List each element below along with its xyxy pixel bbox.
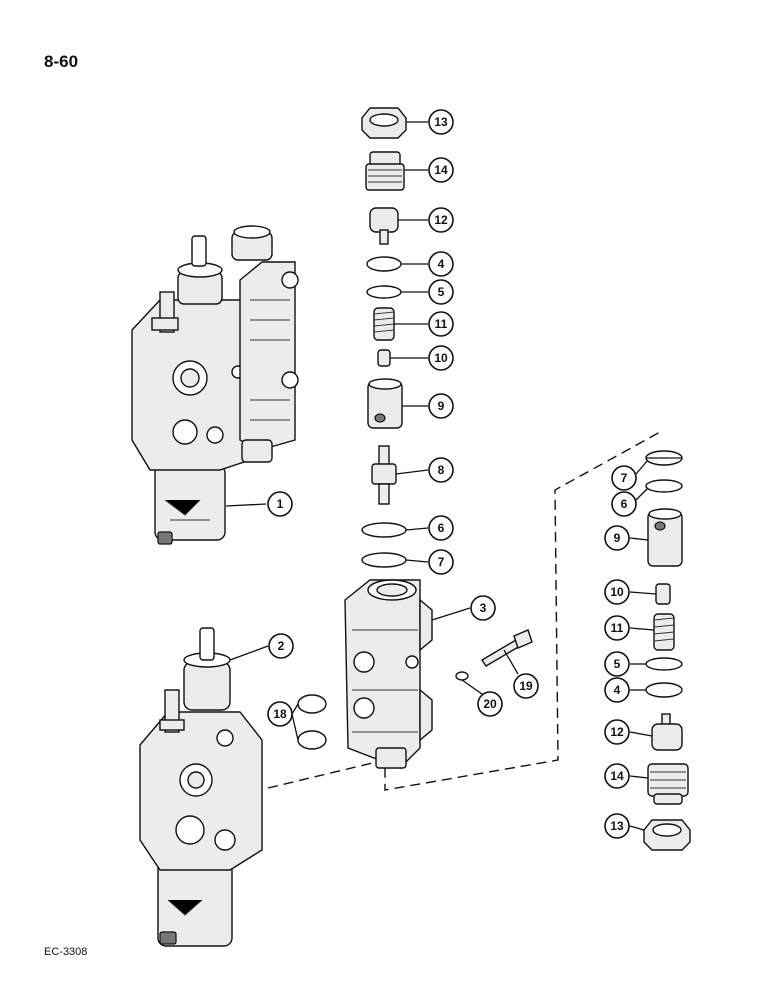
callout-4-top-label: 4 — [438, 257, 445, 271]
callout-12-top-label: 12 — [434, 213, 448, 227]
part-9-sleeve-top — [367, 378, 403, 429]
callout-9-top: 9 — [428, 393, 454, 419]
callout-18: 18 — [267, 701, 293, 727]
callout-2: 2 — [268, 633, 294, 659]
valve-assembly-1 — [131, 225, 299, 545]
callout-14-top: 14 — [428, 157, 454, 183]
callout-5-right-label: 5 — [614, 657, 621, 671]
callout-19: 19 — [513, 673, 539, 699]
callout-4-right-label: 4 — [614, 683, 621, 697]
part-18-seal-upper — [297, 694, 327, 714]
callout-6-center-label: 6 — [438, 521, 445, 535]
part-12-poppet-top — [369, 207, 399, 245]
callout-3: 3 — [470, 595, 496, 621]
callout-19-label: 19 — [519, 679, 533, 693]
callout-13-right: 13 — [604, 813, 630, 839]
part-10-pin-top — [377, 349, 391, 367]
callout-10-right-label: 10 — [610, 585, 624, 599]
part-19-bolt — [481, 629, 533, 667]
drawing-code: EC-3308 — [44, 946, 88, 958]
callout-11-right: 11 — [604, 615, 630, 641]
part-6-o-ring-center — [361, 522, 407, 538]
callout-11-right-label: 11 — [611, 621, 624, 635]
callout-5-top-label: 5 — [438, 285, 445, 299]
callout-9-right: 9 — [604, 525, 630, 551]
callout-7-center: 7 — [428, 549, 454, 575]
part-5-o-ring-right — [645, 657, 683, 671]
page-number: 8-60 — [44, 52, 79, 71]
callout-20-label: 20 — [483, 697, 497, 711]
callout-6-right: 6 — [611, 491, 637, 517]
callout-13-right-label: 13 — [610, 819, 624, 833]
callout-18-label: 18 — [273, 707, 287, 721]
callout-7-center-label: 7 — [438, 555, 445, 569]
part-9-sleeve-right — [647, 508, 683, 567]
part-11-spring-top — [373, 307, 395, 341]
part-11-spring-right — [653, 613, 675, 651]
callout-6-right-label: 6 — [621, 497, 628, 511]
section-body-3 — [344, 579, 433, 769]
callout-7-right-label: 7 — [621, 471, 628, 485]
part-13-nut-right — [643, 819, 691, 851]
callout-3-label: 3 — [480, 601, 487, 615]
callout-6-center: 6 — [428, 515, 454, 541]
part-12-poppet-right — [651, 713, 683, 751]
callout-9-top-label: 9 — [438, 399, 445, 413]
leader-lines — [225, 121, 682, 831]
callout-1-label: 1 — [277, 497, 284, 511]
part-7-backup-ring-center — [361, 552, 407, 568]
callout-20: 20 — [477, 691, 503, 717]
callout-4-top: 4 — [428, 251, 454, 277]
part-13-nut-top — [361, 107, 407, 139]
part-8-spool — [371, 445, 397, 505]
callout-10-right: 10 — [604, 579, 630, 605]
callout-10-top-label: 10 — [434, 351, 448, 365]
callout-12-right: 12 — [604, 719, 630, 745]
callout-4-right: 4 — [604, 677, 630, 703]
part-14-plug-top — [365, 151, 405, 191]
part-5-o-ring-top — [366, 285, 402, 299]
callout-5-right: 5 — [604, 651, 630, 677]
callout-12-right-label: 12 — [610, 725, 624, 739]
callout-13-top: 13 — [428, 109, 454, 135]
callout-10-top: 10 — [428, 345, 454, 371]
callout-2-label: 2 — [278, 639, 285, 653]
part-6-o-ring-right — [645, 479, 683, 493]
callout-8-label: 8 — [438, 463, 445, 477]
callout-14-top-label: 14 — [434, 163, 448, 177]
callout-1: 1 — [267, 491, 293, 517]
callout-8: 8 — [428, 457, 454, 483]
part-14-plug-right — [647, 763, 689, 805]
callout-14-right-label: 14 — [610, 769, 624, 783]
callout-11-top-label: 11 — [435, 317, 448, 331]
part-18-seal-lower — [297, 730, 327, 750]
valve-assembly-2 — [139, 627, 263, 947]
callout-13-top-label: 13 — [434, 115, 448, 129]
callout-5-top: 5 — [428, 279, 454, 305]
callout-7-right: 7 — [611, 465, 637, 491]
part-4-backup-ring-top — [366, 256, 402, 272]
callout-12-top: 12 — [428, 207, 454, 233]
callout-11-top: 11 — [428, 311, 454, 337]
callout-9-right-label: 9 — [614, 531, 621, 545]
part-10-pin-right — [655, 583, 671, 605]
part-20-washer — [455, 671, 469, 681]
part-4-backup-ring-right — [645, 682, 683, 698]
group-dashed-outline — [267, 431, 661, 791]
callout-14-right: 14 — [604, 763, 630, 789]
